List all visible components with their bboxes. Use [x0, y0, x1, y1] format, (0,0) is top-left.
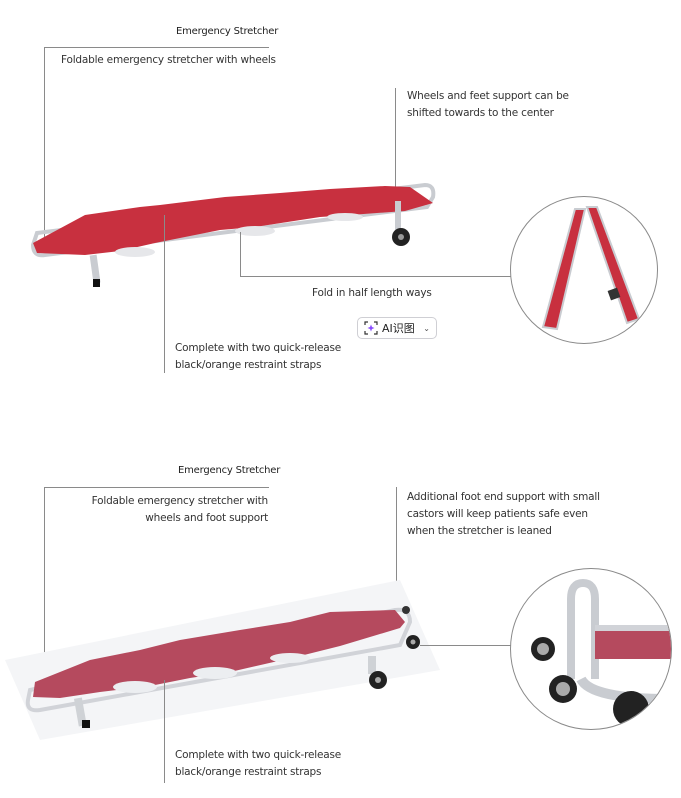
stretcher-image-2 [0, 560, 450, 740]
callout-line-foot-support [396, 487, 397, 617]
callout-foot-line-1: Additional foot end support with small [407, 491, 600, 503]
callout-wheels: Wheels and feet support can be shifted t… [407, 88, 569, 122]
stretcher-image-1 [25, 175, 445, 295]
callout-foot-support: Additional foot end support with small c… [407, 489, 600, 540]
callout-fold: Fold in half length ways [312, 287, 432, 299]
section-1-subtitle: Foldable emergency stretcher with wheels [61, 54, 276, 66]
callout-straps-2: Complete with two quick-release black/or… [175, 747, 341, 781]
section-2-subtitle: Foldable emergency stretcher with wheels… [60, 493, 269, 527]
section-1-title: Emergency Stretcher [176, 26, 279, 37]
title-divider-2 [44, 487, 269, 488]
detail-circle-folded [510, 196, 658, 344]
ai-image-recognition-button[interactable]: AI识图 ⌄ [357, 317, 437, 339]
callout-line-castors [420, 645, 512, 646]
callout-straps-line-2: black/orange restraint straps [175, 359, 322, 371]
callout-foot-line-3: when the stretcher is leaned [407, 525, 552, 537]
section-2-subtitle-line-2: wheels and foot support [145, 512, 268, 524]
callout-line-fold [240, 232, 241, 277]
callout-straps-line-1: Complete with two quick-release [175, 342, 341, 354]
section-2-subtitle-line-1: Foldable emergency stretcher with [91, 495, 269, 507]
callout-line-subtitle-2 [44, 487, 45, 675]
callout-straps-2-line-1: Complete with two quick-release [175, 749, 341, 761]
callout-straps-2-line-2: black/orange restraint straps [175, 766, 322, 778]
ai-scan-icon [364, 321, 378, 335]
callout-line-straps-2 [164, 680, 165, 783]
title-divider [44, 47, 269, 48]
ai-button-label: AI识图 [382, 322, 415, 335]
callout-wheels-line-1: Wheels and feet support can be [407, 90, 569, 102]
callout-line-subtitle [44, 47, 45, 242]
callout-foot-line-2: castors will keep patients safe even [407, 508, 588, 520]
section-2-title: Emergency Stretcher [178, 465, 281, 476]
detail-circle-castors [510, 568, 672, 730]
callout-line-fold-horizontal [240, 276, 512, 277]
callout-straps: Complete with two quick-release black/or… [175, 340, 341, 374]
callout-line-straps [164, 215, 165, 373]
callout-wheels-line-2: shifted towards to the center [407, 107, 554, 119]
callout-line-wheels [395, 88, 396, 218]
chevron-down-icon: ⌄ [423, 323, 430, 333]
